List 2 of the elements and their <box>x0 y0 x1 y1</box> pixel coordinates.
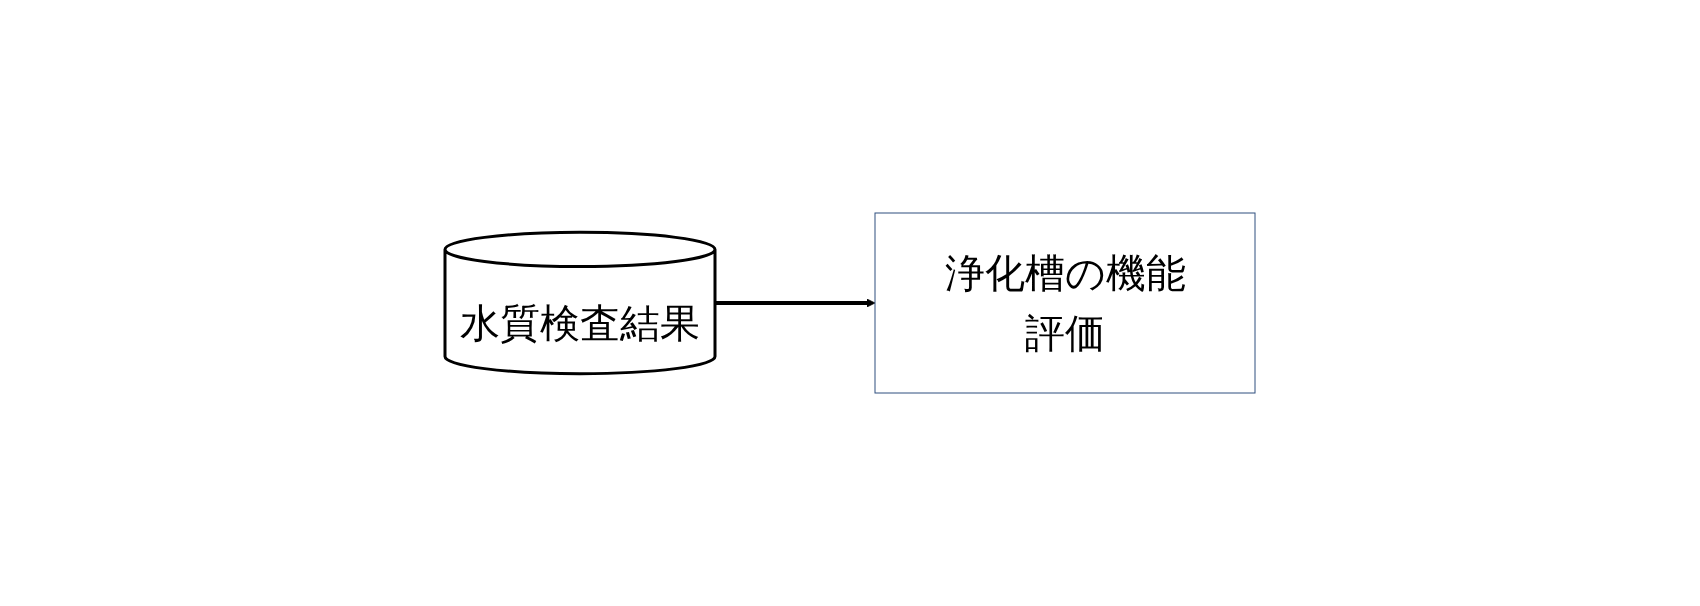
arrow <box>715 298 876 308</box>
node-box: 浄化槽の機能評価 <box>874 212 1256 394</box>
